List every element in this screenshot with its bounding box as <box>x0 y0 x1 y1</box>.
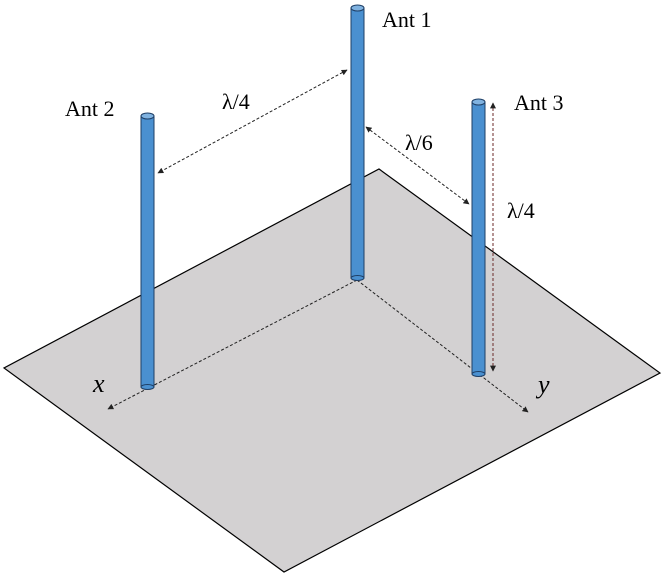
antenna-1-label: Ant 1 <box>382 7 432 32</box>
dimension-arrow-ant1-ant3 <box>365 126 470 205</box>
antenna-2 <box>140 112 155 390</box>
x-axis-line <box>107 279 358 410</box>
y-axis-line <box>356 279 529 413</box>
antenna-3 <box>471 98 486 377</box>
dimension-label-height: λ/4 <box>507 198 535 223</box>
dimension-label-ant1-ant3: λ/6 <box>405 130 433 155</box>
dimension-arrow-ant1-ant2 <box>157 69 348 174</box>
x-axis-label: x <box>92 369 105 398</box>
ground-plane <box>2 168 662 573</box>
antenna-2-label: Ant 2 <box>65 96 115 121</box>
antenna-1 <box>350 4 365 281</box>
dimension-label-ant1-ant2: λ/4 <box>222 89 250 114</box>
y-axis-label: y <box>535 370 550 399</box>
antenna-3-label: Ant 3 <box>514 90 564 115</box>
